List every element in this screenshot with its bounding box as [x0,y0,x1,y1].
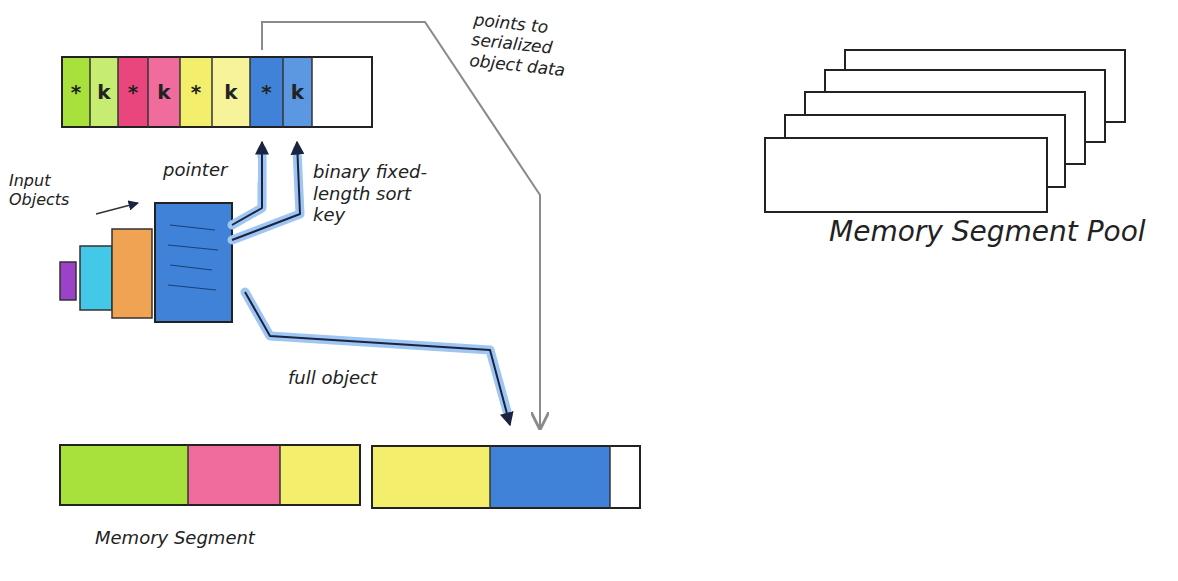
sort-key-label: binary fixed-length sort key [310,160,451,227]
pointer-mark: * [180,80,212,104]
pointer-note: points to serialized object data [465,8,607,85]
segment-label: Memory Segment [92,526,318,550]
sort-index-array [62,57,372,127]
input-arrow [96,203,138,214]
input-label: Input Objects [6,170,98,210]
key-mark: k [90,80,118,104]
input-objects [60,203,232,322]
pointer-mark: * [118,80,148,104]
full-object-label: full object [285,366,421,390]
pointer-mark: * [250,80,283,104]
key-mark: k [283,80,312,104]
key-mark: k [148,80,180,104]
memory-segment-pool [765,50,1125,212]
memory-segment [60,445,640,508]
key-mark: k [212,80,250,104]
pointer-mark: * [62,80,90,104]
pool-label: Memory Segment Pool [826,214,1172,250]
pointer-label: pointer [160,158,258,182]
extraction-arrows [232,142,510,425]
